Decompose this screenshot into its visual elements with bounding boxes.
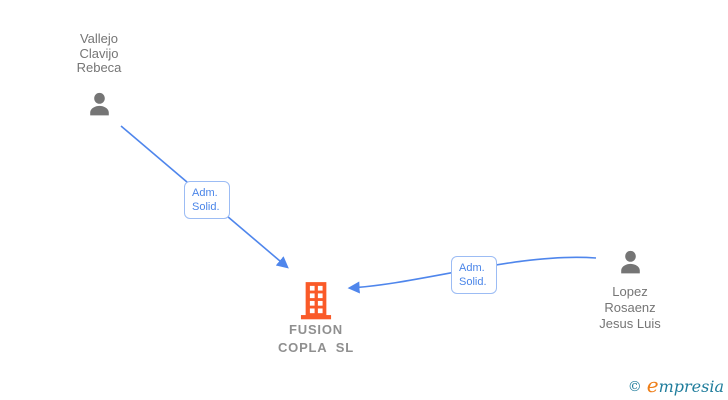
edge-label-adm-solid-left[interactable]: Adm. Solid. [184,181,230,219]
person2-name-line: Jesus Luis [599,316,661,331]
person2-name-line: Rosaenz [604,300,656,315]
person1-name-line: Rebeca [76,60,122,75]
edge-label-adm-solid-right[interactable]: Adm. Solid. [451,256,497,294]
copyright-icon: © [627,379,642,395]
person1-name-label: Vallejo Clavijo Rebeca [44,31,154,76]
empresia-logo[interactable]: ©empresia [628,373,724,397]
company-name-label: FUSION COPLA SL [261,321,371,356]
person1-name-line: Clavijo [79,45,119,61]
building-icon[interactable] [300,280,332,320]
company-name-line: FUSION [289,322,343,337]
person2-name-line: Lopez [612,284,648,299]
person2-name-label: Lopez Rosaenz Jesus Luis [575,284,685,332]
edge-label-line: Adm. [459,262,485,274]
person-icon[interactable] [84,88,115,119]
edge-label-line: Adm. [192,187,218,199]
edge-label-line: Solid. [192,201,220,213]
empresia-logo-initial: e [646,373,659,397]
edge-label-line: Solid. [459,276,487,288]
person-icon[interactable] [615,246,646,277]
person1-name-line: Vallejo [79,31,119,46]
empresia-logo-text: mpresia [658,377,724,396]
company-name-line: COPLA SL [277,339,355,355]
